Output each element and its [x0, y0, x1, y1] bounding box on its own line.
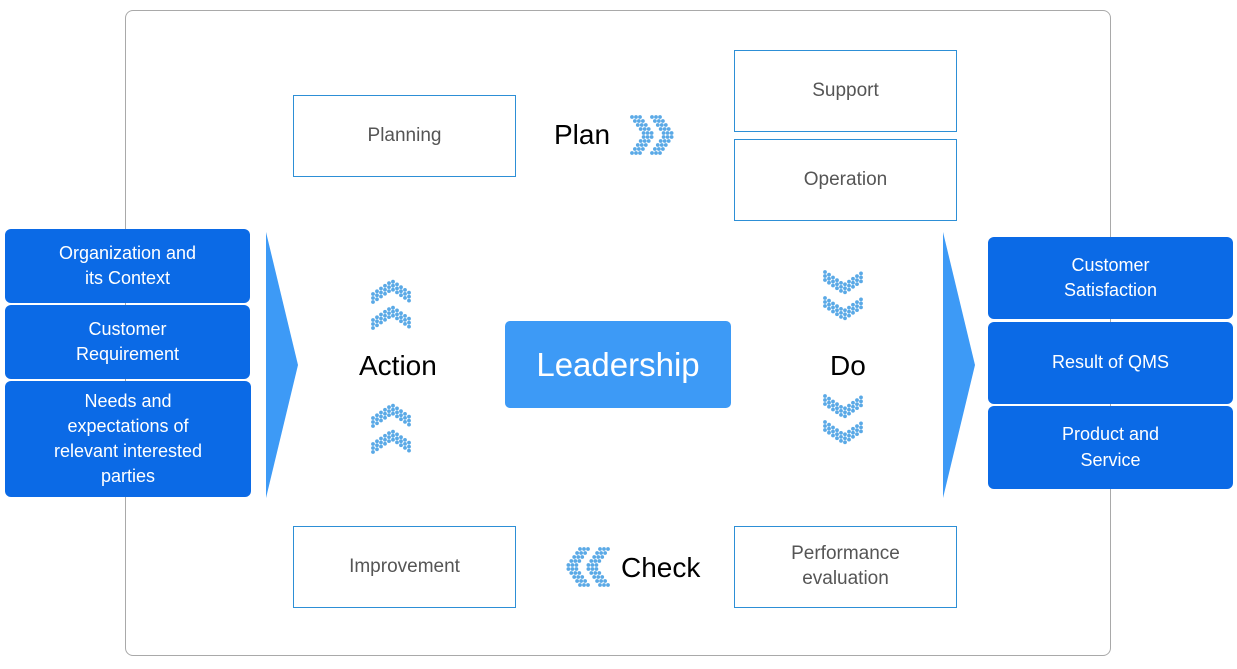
- output-arrow-icon: [943, 232, 975, 498]
- do-label: Do: [830, 350, 866, 381]
- improvement-box: Improvement: [293, 526, 516, 608]
- plan-label: Plan: [554, 119, 611, 150]
- output-result-qms: Result of QMS: [988, 322, 1233, 404]
- action-label: Action: [359, 350, 437, 381]
- operation-box: Operation: [734, 139, 957, 221]
- do-chevron-down-icon: [823, 394, 863, 445]
- leadership-box: Leadership: [505, 321, 731, 408]
- action-chevron-up-icon: [371, 279, 411, 330]
- support-box: Support: [734, 50, 957, 132]
- check-chevron-left-icon: [566, 547, 610, 587]
- action-chevron-up-icon: [371, 403, 411, 454]
- check-label: Check: [621, 552, 701, 583]
- do-chevron-down-icon: [823, 270, 863, 321]
- input-arrow-icon: [266, 232, 298, 498]
- planning-box: Planning: [293, 95, 516, 177]
- plan-chevron-right-icon: [630, 115, 674, 155]
